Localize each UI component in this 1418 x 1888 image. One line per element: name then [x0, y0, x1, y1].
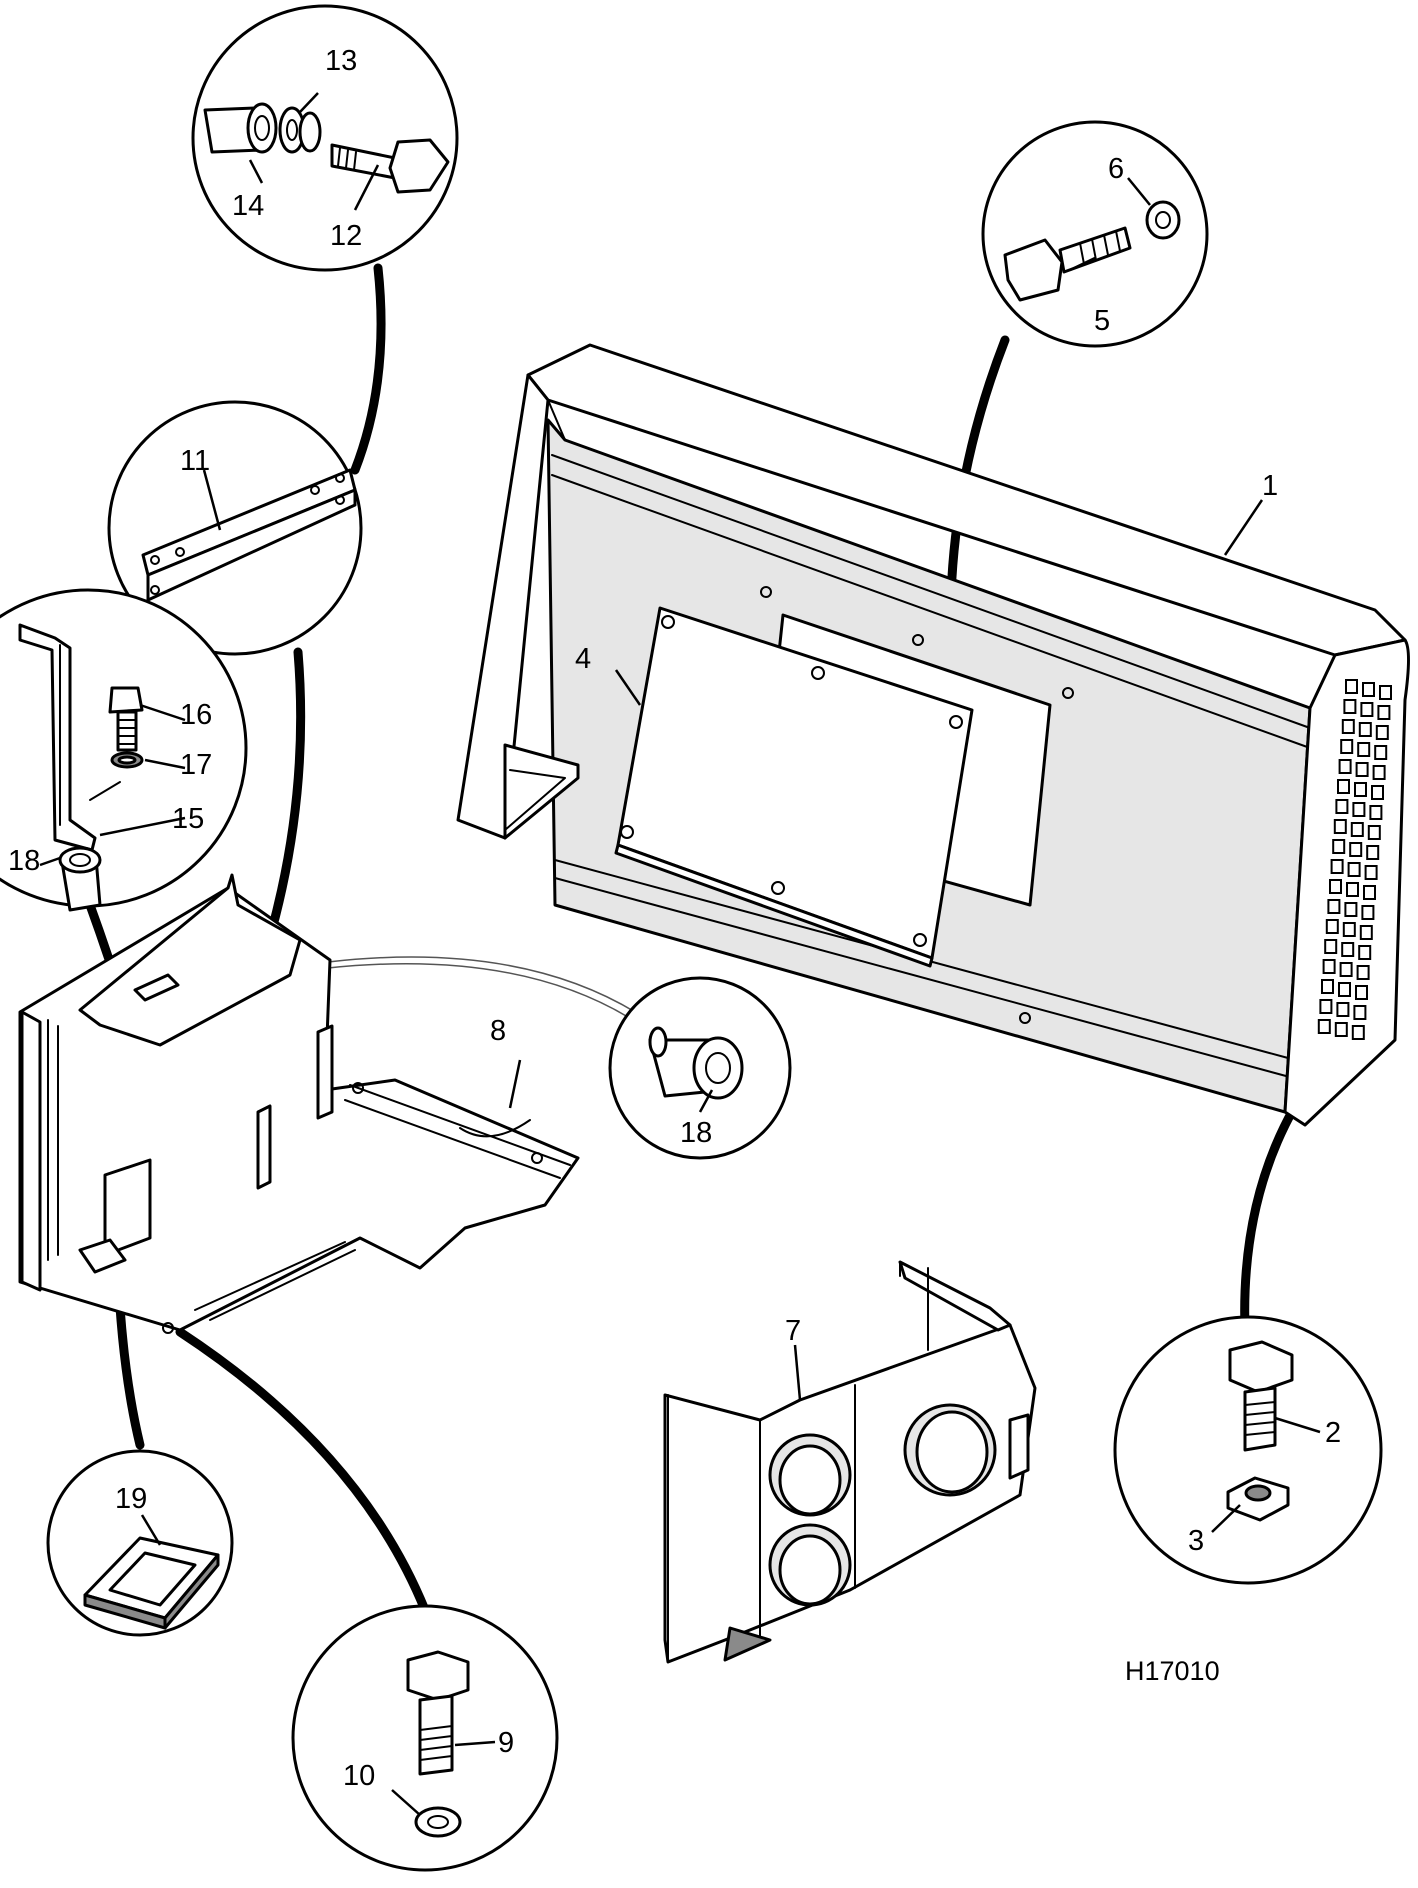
- cover-plate-part-4: [614, 606, 974, 968]
- connector-detail-9-10: [175, 1327, 430, 1615]
- vent-slot: [1363, 885, 1376, 900]
- vent-slot: [1343, 699, 1357, 714]
- vent-slot: [1317, 1019, 1331, 1034]
- base-tray-part-8: [18, 873, 580, 1334]
- label-part-12: 12: [330, 220, 362, 252]
- vent-slot: [1327, 899, 1341, 914]
- vent-slot: [1351, 1025, 1365, 1040]
- side-cover-part-7: [663, 1260, 1037, 1664]
- label-part-19: 19: [115, 1483, 147, 1515]
- label-part-3: 3: [1188, 1525, 1204, 1557]
- vent-slot: [1364, 865, 1378, 880]
- vent-slot: [1329, 879, 1342, 894]
- vent-slot: [1341, 719, 1355, 734]
- detail-circle-bolt-washer-lower: [291, 1604, 559, 1872]
- label-part-14: 14: [232, 190, 264, 222]
- label-part-1: 1: [1262, 470, 1278, 502]
- label-part-18-detail-left: 18: [8, 845, 40, 877]
- vent-slot: [1345, 679, 1358, 694]
- vent-slot: [1367, 825, 1381, 840]
- label-part-10: 10: [343, 1760, 375, 1792]
- vent-slot: [1333, 819, 1347, 834]
- vent-slot: [1325, 919, 1339, 934]
- vent-slot: [1361, 905, 1375, 920]
- vent-slot: [1356, 965, 1370, 980]
- vent-slot: [1322, 959, 1336, 974]
- vent-slot: [1338, 759, 1352, 774]
- detail-circle-bolt-washer-bush: [191, 4, 459, 272]
- detail-circle-bracket-bolt-bush: [0, 588, 248, 912]
- vent-slot: [1358, 722, 1372, 737]
- vent-slot: [1372, 765, 1386, 780]
- vent-slot: [1338, 982, 1351, 997]
- vent-slot: [1336, 1002, 1350, 1017]
- vent-slot: [1369, 805, 1383, 820]
- vent-slot: [1371, 785, 1384, 800]
- detail-circle-bolt-washer: [981, 120, 1209, 348]
- connector-detail-12-14: [350, 263, 386, 475]
- vent-slot: [1342, 922, 1356, 937]
- vent-slot: [1321, 979, 1334, 994]
- label-part-17: 17: [180, 749, 212, 781]
- vent-slot: [1340, 739, 1354, 754]
- vent-slot: [1349, 842, 1363, 857]
- vent-slot: [1324, 939, 1338, 954]
- label-part-15: 15: [172, 803, 204, 835]
- label-part-13: 13: [325, 45, 357, 77]
- vent-slot: [1374, 745, 1388, 760]
- detail-circle-grommet: [46, 1449, 234, 1637]
- leader-lines: [39, 92, 1321, 1816]
- label-part-9: 9: [498, 1727, 514, 1759]
- vent-slot: [1352, 802, 1366, 817]
- label-part-7: 7: [785, 1315, 801, 1347]
- vent-slot: [1375, 725, 1389, 740]
- label-part-6: 6: [1108, 153, 1124, 185]
- vent-slot: [1337, 779, 1350, 794]
- vent-slot: [1362, 682, 1375, 697]
- vent-slot: [1358, 945, 1372, 960]
- label-part-16: 16: [180, 699, 212, 731]
- vent-slot: [1346, 882, 1359, 897]
- vent-slot: [1319, 999, 1333, 1014]
- vent-slot: [1347, 862, 1361, 877]
- part-number-labels: 1 2 3 4 5 6 7 8 9 10 11 12 13 14 15 16 1…: [8, 45, 1341, 1792]
- vent-slot: [1379, 685, 1392, 700]
- vent-slot: [1377, 705, 1391, 720]
- label-part-18-detail-right: 18: [680, 1117, 712, 1149]
- vent-slot: [1353, 1005, 1367, 1020]
- vent-slot: [1354, 782, 1367, 797]
- vent-slot: [1341, 942, 1355, 957]
- vent-slot: [1330, 859, 1344, 874]
- vent-slot: [1357, 742, 1371, 757]
- vent-slot: [1355, 985, 1368, 1000]
- vent-slot: [1360, 702, 1374, 717]
- vent-slot: [1359, 925, 1373, 940]
- vent-slot: [1355, 762, 1369, 777]
- vent-slot: [1334, 1022, 1348, 1037]
- drawing-reference-code: H17010: [1125, 1656, 1220, 1686]
- vent-slot: [1366, 845, 1380, 860]
- vent-slot: [1339, 962, 1353, 977]
- detail-circle-bracket-strip: [107, 400, 363, 656]
- label-part-5: 5: [1094, 305, 1110, 337]
- vent-slot: [1332, 839, 1346, 854]
- vent-slot: [1335, 799, 1349, 814]
- detail-circle-bush: [608, 976, 792, 1160]
- detail-circle-bolt-nut: [1113, 1315, 1383, 1585]
- label-part-8: 8: [490, 1015, 506, 1047]
- vent-grille: [1317, 679, 1392, 1040]
- vent-slot: [1350, 822, 1364, 837]
- connector-detail-18-b: [327, 962, 637, 1023]
- vent-slot: [1344, 902, 1358, 917]
- connector-detail-18: [327, 956, 641, 1016]
- label-part-2: 2: [1325, 1417, 1341, 1449]
- label-part-11: 11: [180, 445, 210, 477]
- label-part-4: 4: [575, 643, 591, 675]
